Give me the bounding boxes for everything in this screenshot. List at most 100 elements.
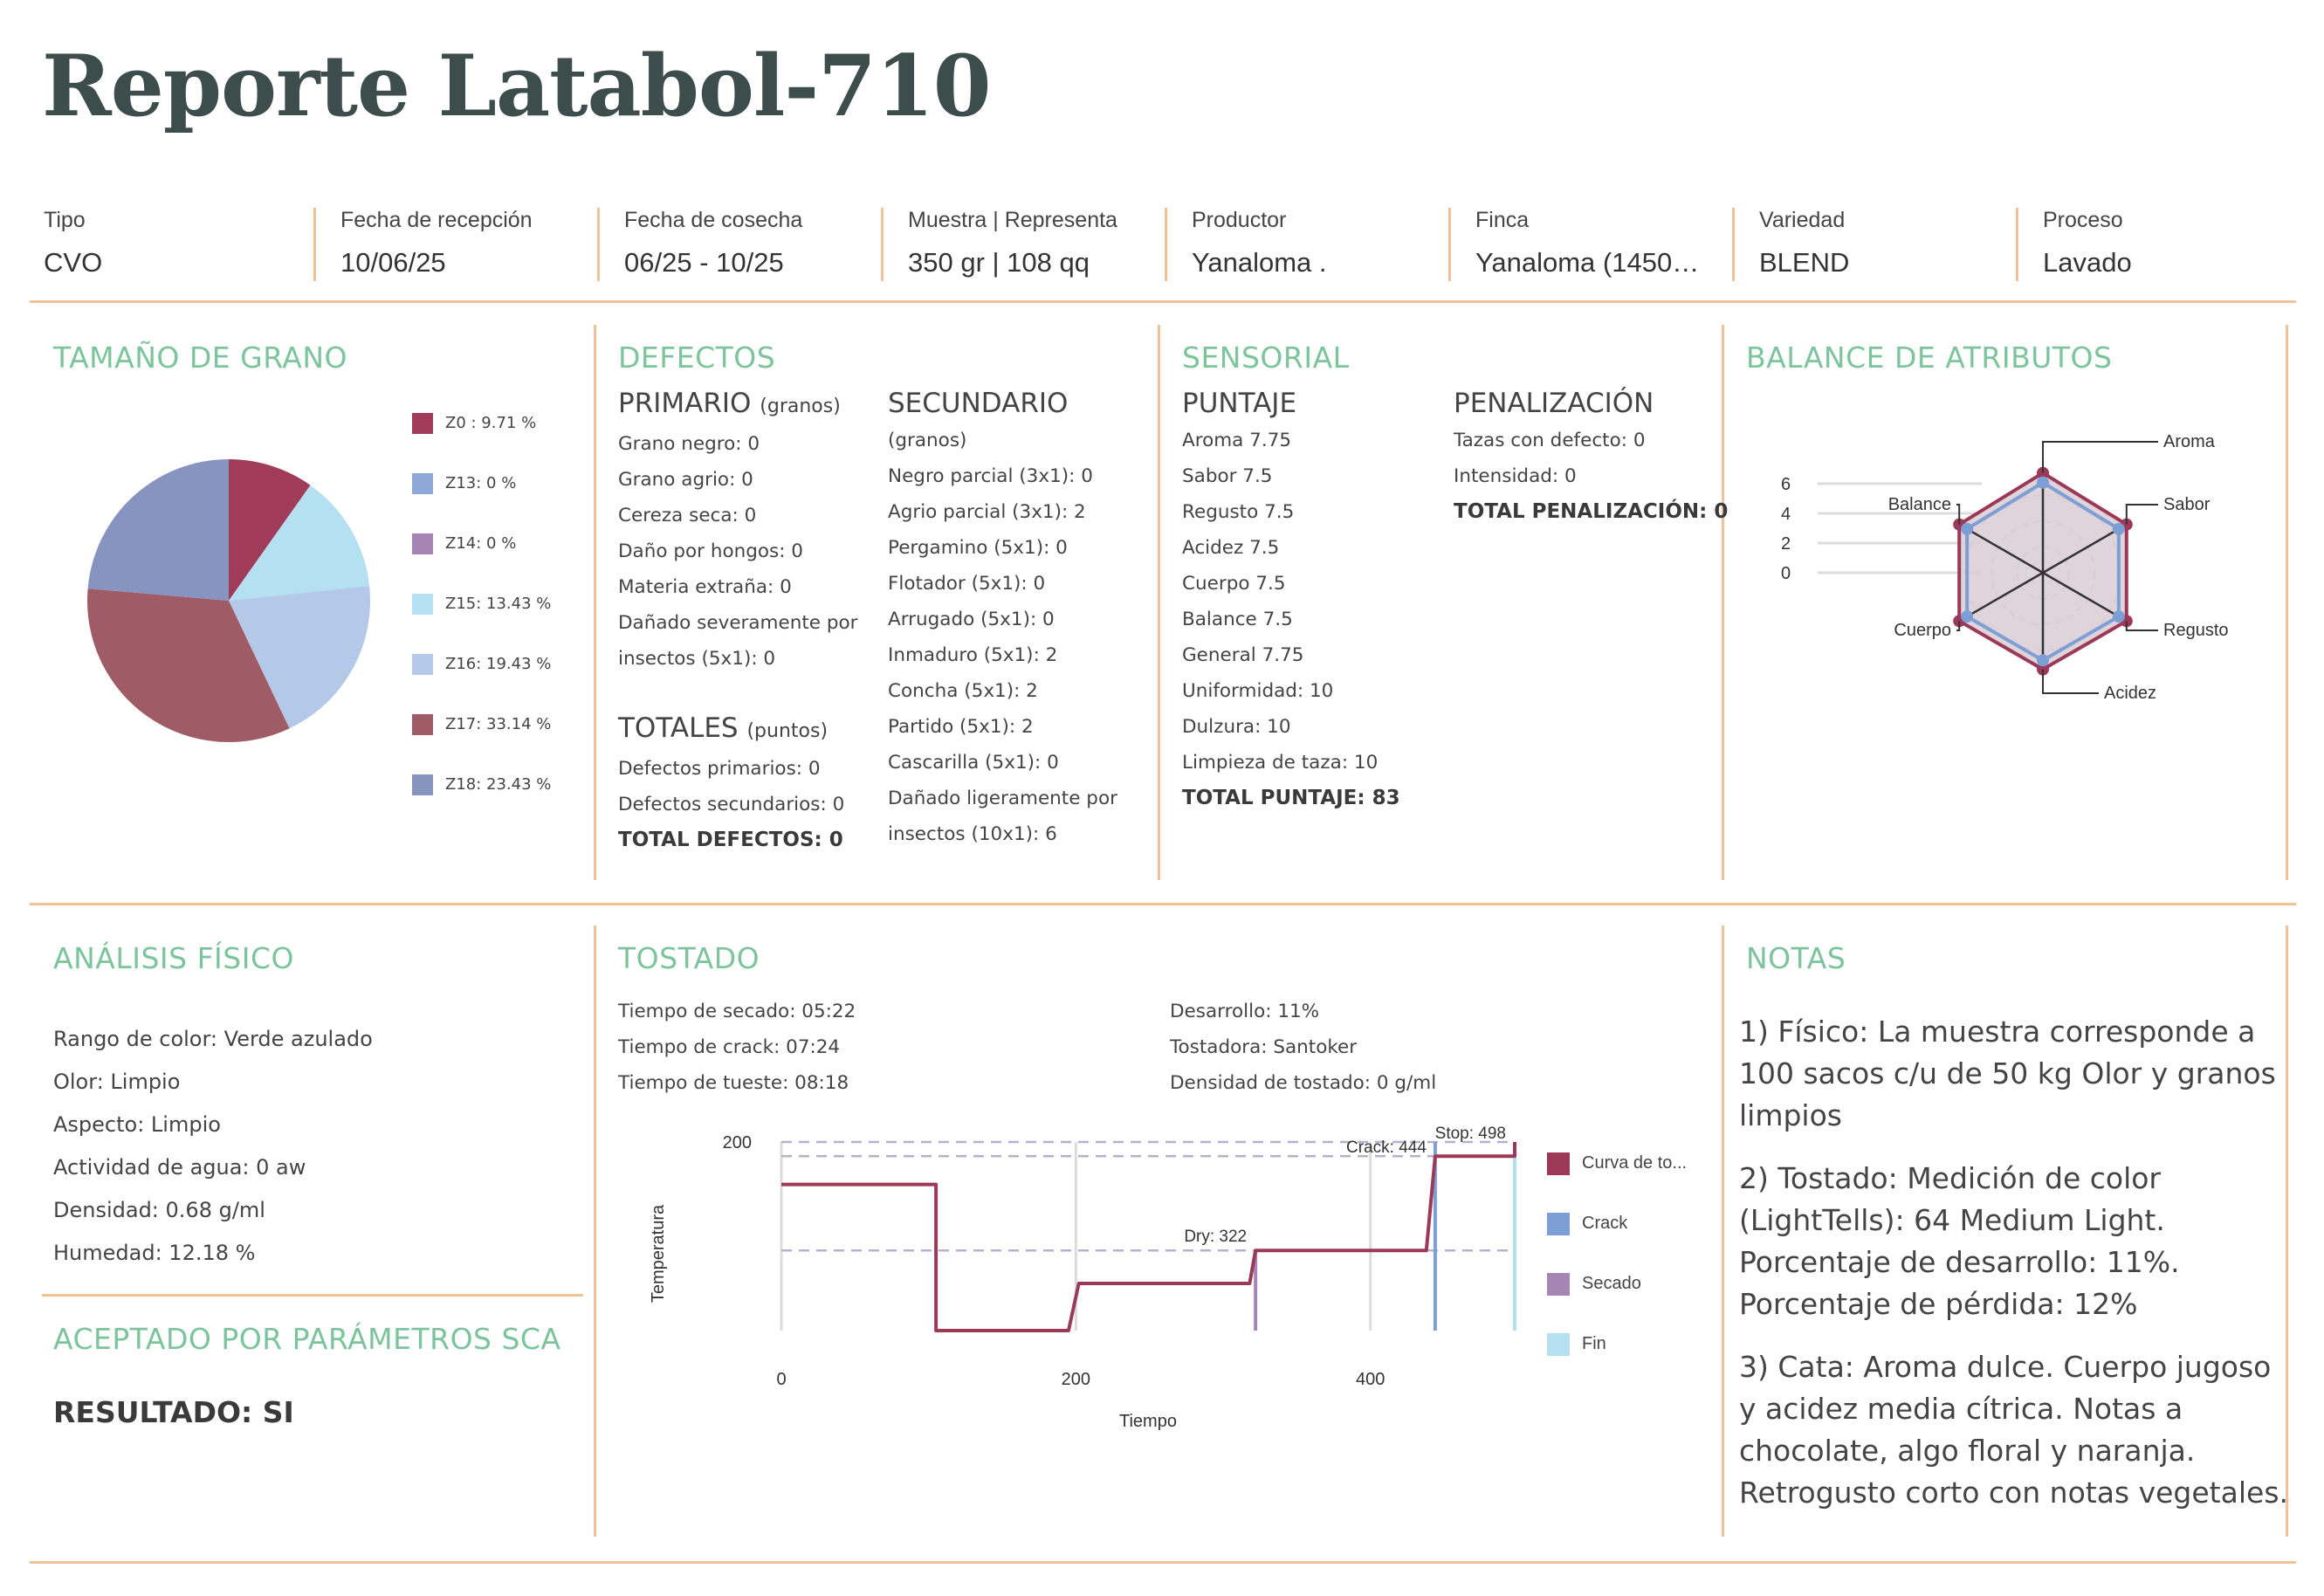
radar-point bbox=[2112, 522, 2125, 535]
defects-section-title: DEFECTOS bbox=[618, 341, 776, 375]
divider-middle bbox=[30, 903, 2296, 905]
legend-swatch bbox=[412, 533, 433, 554]
legend-swatch bbox=[1547, 1332, 1570, 1356]
roast-curve-line bbox=[781, 1142, 1516, 1332]
list-item: Tiempo de tueste: 08:18 bbox=[618, 1072, 849, 1094]
radar-axis-label: Sabor bbox=[2163, 495, 2211, 514]
info-label: Proceso bbox=[2043, 208, 2123, 232]
legend-item: Crack bbox=[1547, 1194, 1687, 1254]
info-value: Yanaloma (1450… bbox=[1475, 247, 1700, 278]
penalty-list: Tazas con defecto: 0 Intensidad: 0 TOTAL… bbox=[1454, 423, 1728, 530]
note-item: 3) Cata: Aroma dulce. Cuerpo jugoso y ac… bbox=[1739, 1350, 2288, 1510]
legend-swatch bbox=[412, 412, 433, 434]
radar-leader-line bbox=[2125, 621, 2158, 631]
legend-label: Secado bbox=[1582, 1274, 1641, 1293]
grain-legend: Z0 : 9.71 % Z13: 0 % Z14: 0 % Z15: 13.43… bbox=[412, 393, 551, 815]
list-item: Uniformidad: 10 bbox=[1182, 680, 1334, 702]
totals-title: TOTALES (puntos) bbox=[618, 712, 828, 744]
sca-section-title: ACEPTADO POR PARÁMETROS SCA bbox=[53, 1322, 561, 1356]
legend-label: Crack bbox=[1582, 1214, 1628, 1233]
info-label: Finca bbox=[1475, 208, 1530, 232]
pie-slice bbox=[87, 588, 290, 742]
radar-axis bbox=[2042, 571, 2126, 622]
list-item: Aroma 7.75 bbox=[1182, 430, 1292, 451]
radar-leader-line bbox=[2042, 441, 2158, 473]
info-value: 06/25 - 10/25 bbox=[624, 247, 784, 278]
info-productor: Productor Yanaloma . bbox=[1165, 208, 1448, 281]
list-item: Cascarilla (5x1): 0 bbox=[888, 752, 1059, 774]
primary-title: PRIMARIO (granos) bbox=[618, 388, 841, 419]
list-item: Balance 7.5 bbox=[1182, 609, 1293, 630]
x-axis-label: Tiempo bbox=[1119, 1412, 1177, 1431]
pie-slice bbox=[87, 459, 229, 601]
roast-info-left: Tiempo de secado: 05:22 Tiempo de crack:… bbox=[618, 994, 856, 1101]
secondary-list: (granos) Negro parcial (3x1): 0 Agrio pa… bbox=[888, 423, 1117, 852]
x-tick-label: 200 bbox=[1062, 1370, 1090, 1389]
list-item: Arrugado (5x1): 0 bbox=[888, 609, 1055, 630]
list-item: Regusto 7.5 bbox=[1182, 501, 1295, 523]
list-item: Aspecto: Limpio bbox=[53, 1112, 221, 1137]
list-item: Tiempo de secado: 05:22 bbox=[618, 1001, 856, 1022]
info-fecha-cosecha: Fecha de cosecha 06/25 - 10/25 bbox=[597, 208, 881, 281]
secondary-title: SECUNDARIO bbox=[888, 388, 1069, 419]
note-item: 1) Físico: La muestra corresponde a 100 … bbox=[1739, 1015, 2276, 1132]
radar-axis-label: Acidez bbox=[2104, 684, 2156, 703]
page-title: Reporte Latabol-710 bbox=[42, 37, 992, 135]
primary-title-text: PRIMARIO bbox=[618, 388, 752, 419]
list-item: Agrio parcial (3x1): 2 bbox=[888, 501, 1086, 523]
info-finca: Finca Yanaloma (1450… bbox=[1448, 208, 1732, 281]
list-item: Intensidad: 0 bbox=[1454, 465, 1577, 487]
list-item: insectos (5x1): 0 bbox=[618, 648, 776, 670]
info-value: CVO bbox=[44, 247, 103, 278]
physical-list: Rango de color: Verde azulado Olor: Limp… bbox=[53, 1018, 373, 1275]
list-item: insectos (10x1): 6 bbox=[888, 823, 1057, 845]
list-item: Dulzura: 10 bbox=[1182, 716, 1291, 738]
list-item: Grano negro: 0 bbox=[618, 433, 760, 455]
legend-swatch bbox=[412, 774, 433, 795]
balance-section-title: BALANCE DE ATRIBUTOS bbox=[1746, 341, 2113, 375]
primary-unit: (granos) bbox=[760, 396, 841, 417]
legend-item: Fin bbox=[1547, 1314, 1687, 1374]
legend-item: Z0 : 9.71 % bbox=[412, 393, 551, 453]
primary-list: Grano negro: 0 Grano agrio: 0 Cereza sec… bbox=[618, 426, 858, 677]
radar-tick-label: 2 bbox=[1781, 534, 1791, 554]
list-item: Desarrollo: 11% bbox=[1170, 1001, 1320, 1022]
info-fecha-recepcion: Fecha de recepción 10/06/25 bbox=[313, 208, 597, 281]
info-muestra: Muestra | Representa 350 gr | 108 qq bbox=[881, 208, 1165, 281]
secondary-unit: (granos) bbox=[888, 430, 967, 451]
legend-label: Z17: 33.14 % bbox=[445, 715, 552, 733]
radar-leader-line bbox=[2042, 669, 2099, 694]
legend-item: Secado bbox=[1547, 1254, 1687, 1314]
pie-slice bbox=[229, 485, 370, 601]
legend-swatch bbox=[412, 593, 433, 615]
column-divider bbox=[1158, 325, 1160, 880]
legend-label: Z14: 0 % bbox=[445, 534, 517, 553]
marker-label: Dry: 322 bbox=[1184, 1228, 1247, 1246]
list-item: Materia extraña: 0 bbox=[618, 576, 792, 598]
info-value: BLEND bbox=[1759, 247, 1850, 278]
marker-label: Stop: 498 bbox=[1435, 1125, 1506, 1143]
x-tick-label: 0 bbox=[776, 1370, 786, 1389]
column-divider bbox=[1722, 925, 1724, 1537]
info-value: 350 gr | 108 qq bbox=[908, 247, 1090, 278]
y-tick-label: 200 bbox=[723, 1133, 752, 1152]
score-title: PUNTAJE bbox=[1182, 388, 1297, 419]
list-item: Cuerpo 7.5 bbox=[1182, 573, 1286, 595]
physical-section-title: ANÁLISIS FÍSICO bbox=[53, 941, 294, 975]
radar-axis-label: Aroma bbox=[2163, 432, 2216, 451]
legend-label: Z15: 13.43 % bbox=[445, 595, 552, 613]
radar-point bbox=[2037, 654, 2049, 667]
info-proceso: Proceso Lavado bbox=[2016, 208, 2300, 281]
list-item: Tostadora: Santoker bbox=[1170, 1036, 1358, 1058]
notes-section-title: NOTAS bbox=[1746, 941, 1846, 975]
radar-tick-label: 0 bbox=[1781, 564, 1791, 583]
roast-info-right: Desarrollo: 11% Tostadora: Santoker Dens… bbox=[1170, 994, 1436, 1101]
list-item: Humedad: 12.18 % bbox=[53, 1241, 256, 1265]
info-label: Muestra | Representa bbox=[908, 208, 1117, 232]
list-item: Olor: Limpio bbox=[53, 1070, 181, 1094]
list-item: Limpieza de taza: 10 bbox=[1182, 752, 1379, 774]
list-item: Inmaduro (5x1): 2 bbox=[888, 644, 1058, 666]
list-item: Pergamino (5x1): 0 bbox=[888, 537, 1068, 559]
notes-list: 1) Físico: La muestra corresponde a 100 … bbox=[1739, 1011, 2289, 1535]
